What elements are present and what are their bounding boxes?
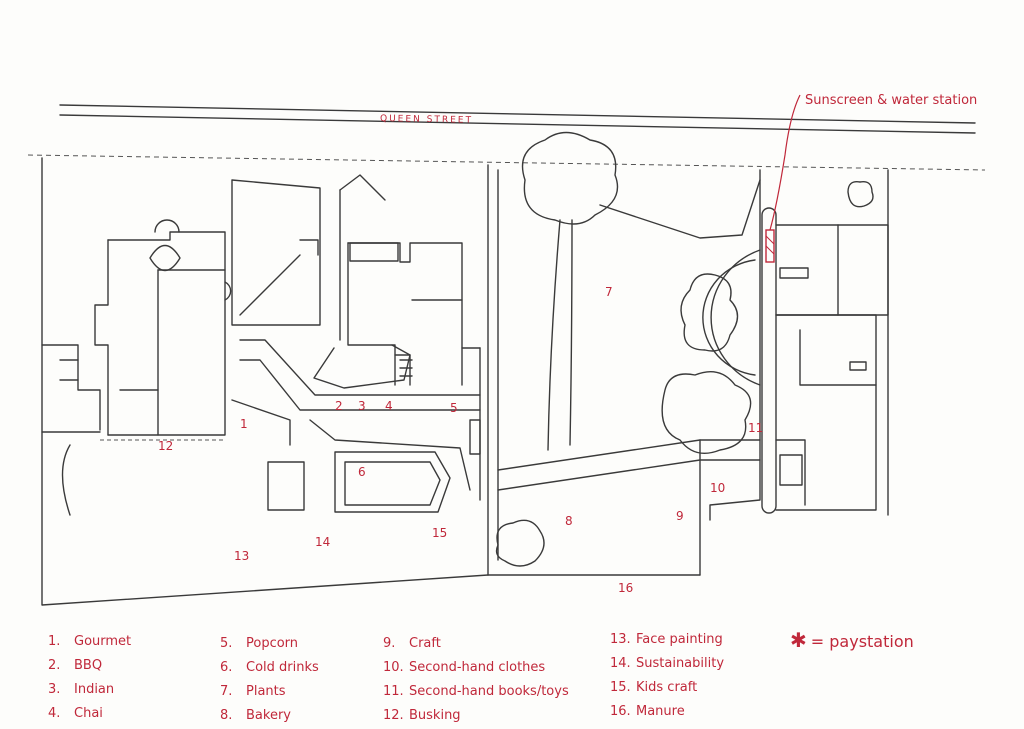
- legend-item: 8.Bakery: [220, 708, 291, 723]
- zone-15: 15: [432, 526, 447, 540]
- legend-col-2: 5.Popcorn 6.Cold drinks 7.Plants 8.Baker…: [220, 632, 319, 728]
- legend-col-3: 9.Craft 10.Second-hand clothes 11.Second…: [383, 632, 569, 728]
- legend-item: 9.Craft: [383, 636, 441, 651]
- tree-icon: [495, 519, 545, 567]
- zone-16: 16: [618, 581, 633, 595]
- paths: [231, 339, 481, 513]
- zone-12: 12: [158, 439, 173, 453]
- zone-1: 1: [240, 417, 248, 431]
- zone-labels: 1 2 3 4 5 6 7 8 9 10 11 12 13 14 15 16: [158, 285, 763, 595]
- right-complex: [661, 169, 889, 521]
- legend-item: 13.Face painting: [610, 632, 723, 647]
- zone-14: 14: [315, 535, 330, 549]
- zone-6: 6: [358, 465, 366, 479]
- zone-10: 10: [710, 481, 725, 495]
- legend-item: 1.Gourmet: [48, 634, 132, 649]
- queen-street: QUEEN STREET: [27, 104, 986, 171]
- zone-7: 7: [605, 285, 613, 299]
- zone-9: 9: [676, 509, 684, 523]
- zone-3: 3: [358, 399, 366, 413]
- legend-col-4: 13.Face painting 14.Sustainability 15.Ki…: [610, 628, 724, 724]
- legend-item: 4.Chai: [48, 706, 103, 721]
- legend-item: 6.Cold drinks: [220, 660, 319, 675]
- legend-item: 14.Sustainability: [610, 656, 725, 671]
- zone-13: 13: [234, 549, 249, 563]
- station-label: Sunscreen & water station: [805, 93, 977, 108]
- tree-icon: [847, 181, 874, 208]
- legend-item: 12.Busking: [383, 708, 461, 723]
- tree-icon: [521, 131, 619, 225]
- food-stall-building: [313, 242, 463, 389]
- tree-icon: [661, 371, 752, 454]
- left-building: [41, 219, 232, 516]
- asterisk-icon: ✱: [790, 628, 807, 652]
- legend-item: 3.Indian: [48, 682, 115, 697]
- legend-item: 16.Manure: [610, 704, 685, 719]
- sunscreen-water-station: Sunscreen & water station: [769, 93, 977, 231]
- legend-item: 5.Popcorn: [220, 636, 299, 651]
- plants-area: [495, 131, 761, 576]
- street-label: QUEEN STREET: [380, 114, 473, 126]
- legend-item: 10.Second-hand clothes: [383, 660, 546, 675]
- zone-4: 4: [385, 399, 393, 413]
- zone-8: 8: [565, 514, 573, 528]
- zone-5: 5: [450, 401, 458, 415]
- legend-item: 15.Kids craft: [610, 680, 698, 695]
- site-boundary: [41, 157, 701, 606]
- zone-2: 2: [335, 399, 343, 413]
- paystation-label: = paystation: [810, 632, 914, 651]
- legend-item: 2.BBQ: [48, 658, 103, 673]
- legend-item: 11.Second-hand books/toys: [383, 684, 569, 699]
- zone-11: 11: [748, 421, 763, 435]
- paystation-legend: ✱= paystation: [790, 628, 914, 652]
- middle-building: [231, 174, 386, 341]
- legend-item: 7.Plants: [220, 684, 286, 699]
- tree-icon: [680, 273, 739, 352]
- legend-col-1: 1.Gourmet 2.BBQ 3.Indian 4.Chai: [48, 630, 131, 726]
